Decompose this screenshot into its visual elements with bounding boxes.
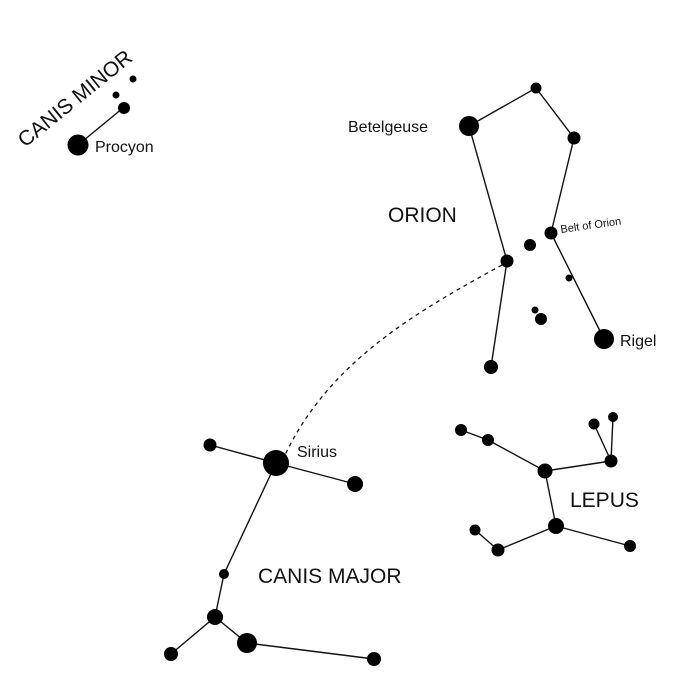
orion-shoulder-line: [468, 87, 575, 234]
star-betelgeuse: [459, 116, 479, 136]
star-lepus-c: [469, 524, 481, 536]
constellation-orion: Betelgeuse ORION Belt of Orion Rigel: [348, 82, 656, 374]
star-canis-minor-c: [118, 102, 130, 114]
label-belt-of-orion: Belt of Orion: [560, 216, 622, 236]
label-betelgeuse: Betelgeuse: [348, 119, 428, 136]
star-rigel: [594, 329, 614, 349]
canis-major-line-e: [170, 616, 216, 655]
label-lepus: LEPUS: [570, 489, 639, 512]
star-saiph: [484, 360, 498, 374]
star-lepus-ear-a: [588, 418, 600, 430]
star-canis-major-hip: [207, 609, 223, 625]
star-orion-sword-b: [535, 313, 547, 325]
star-sirius: [263, 450, 289, 476]
label-procyon: Procyon: [95, 139, 154, 156]
star-lepus-ear-b: [608, 412, 618, 422]
star-canis-major-foot: [367, 652, 381, 666]
label-sirius: Sirius: [297, 444, 337, 461]
star-canis-minor-a: [129, 75, 137, 83]
star-mirzam: [347, 476, 363, 492]
star-lepus-e: [624, 540, 636, 552]
lepus-line-g: [497, 525, 557, 551]
lepus-line-c: [544, 460, 612, 472]
star-canis-minor-b: [112, 91, 120, 99]
belt-to-sirius-pointer: [284, 264, 503, 456]
lepus-line-d: [610, 416, 614, 462]
canis-major-line-b: [275, 462, 356, 485]
constellation-lepus: LEPUS: [455, 412, 639, 557]
label-orion: ORION: [388, 204, 457, 227]
orion-rigel-line: [550, 232, 605, 340]
star-canis-major-nose: [203, 438, 217, 452]
canis-major-line-c: [223, 462, 277, 575]
star-adhara: [237, 633, 257, 653]
star-lepus-b: [482, 434, 494, 446]
star-lepus-a: [455, 424, 467, 436]
label-canis-major: CANIS MAJOR: [258, 565, 402, 588]
canis-major-line-g: [246, 642, 375, 660]
star-orion-sword-a: [531, 306, 539, 314]
lepus-line-f: [544, 470, 557, 527]
star-belt-mintaka: [544, 226, 558, 240]
star-orion-head: [530, 82, 542, 94]
star-lepus-hip: [548, 518, 564, 534]
constellation-canis-minor: CANIS MINOR Procyon: [14, 46, 154, 156]
orion-body-line: [468, 125, 508, 262]
label-rigel: Rigel: [620, 333, 656, 350]
star-lepus-head: [604, 454, 618, 468]
lepus-line-e: [593, 423, 612, 462]
star-lepus-center: [537, 463, 553, 479]
star-procyon: [67, 134, 89, 156]
star-canis-major-tail: [164, 647, 178, 661]
lepus-line-i: [555, 525, 631, 547]
star-canis-major-body: [219, 569, 229, 579]
star-lepus-d: [491, 543, 505, 557]
star-belt-alnilam: [524, 239, 536, 251]
star-bellatrix: [567, 131, 581, 145]
constellation-canis-major: Sirius CANIS MAJOR: [164, 438, 402, 666]
lepus-line-b: [487, 439, 546, 472]
star-belt-alnitak: [500, 254, 514, 268]
star-orion-knee: [565, 274, 573, 282]
orion-leg-line: [490, 260, 508, 368]
